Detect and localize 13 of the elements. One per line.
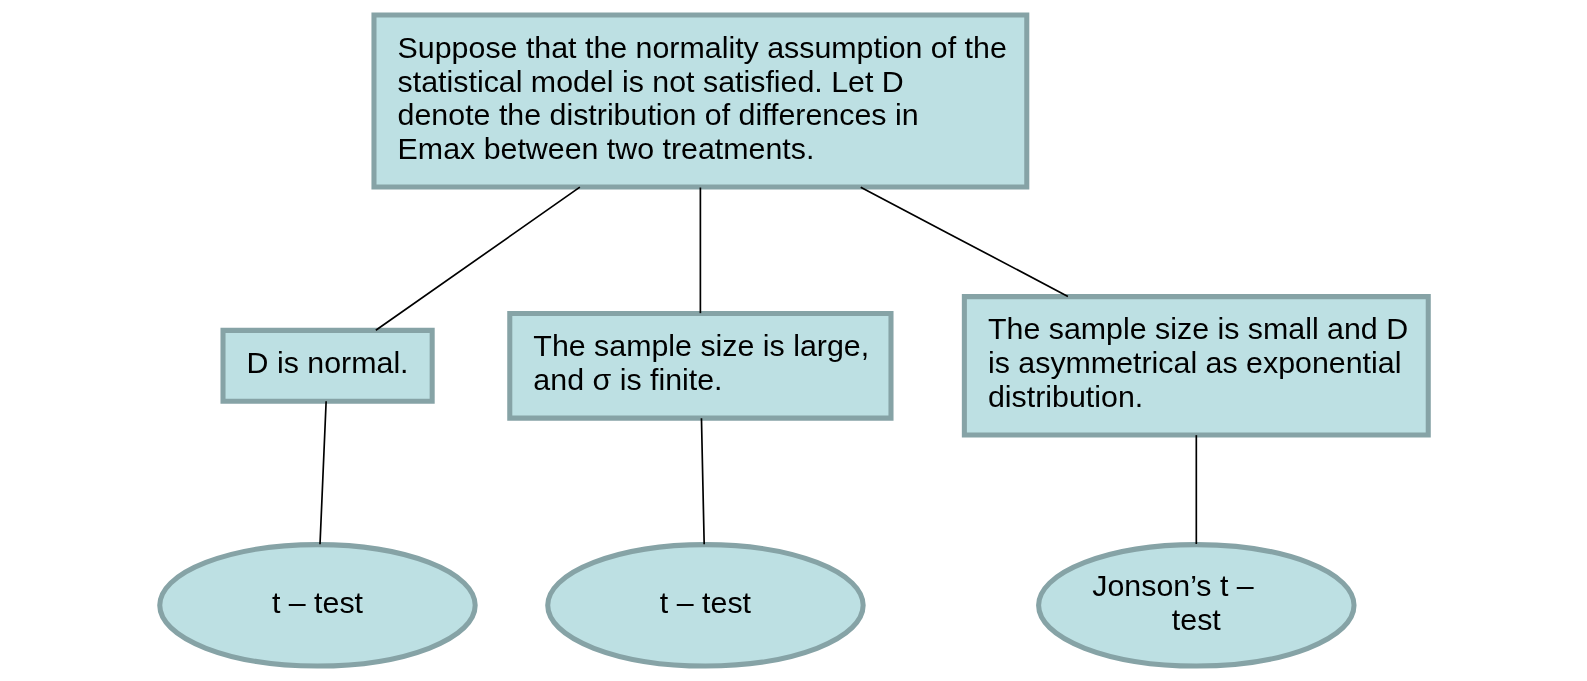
connector: [700, 417, 705, 546]
node-box: D is normal.: [219, 327, 435, 404]
connector: [374, 186, 581, 332]
node-box: The sample size is small and D is asymmetrical as exponential distribution.: [961, 294, 1431, 438]
connector: [859, 186, 1069, 298]
node-ellipse: t – test: [544, 542, 866, 669]
connector: [318, 400, 327, 546]
connector: [699, 186, 701, 314]
node-box: Suppose that the normality assumption of the statistical model is not satisfied. Let D denote the distribution of differences in Emax between two treatments.: [370, 12, 1029, 190]
connector: [1194, 434, 1197, 545]
node-box: The sample size is large, and σ is finite.: [506, 311, 893, 421]
node-ellipse: t – test: [156, 542, 478, 669]
node-ellipse: Jonson’s t – test: [1035, 542, 1357, 669]
